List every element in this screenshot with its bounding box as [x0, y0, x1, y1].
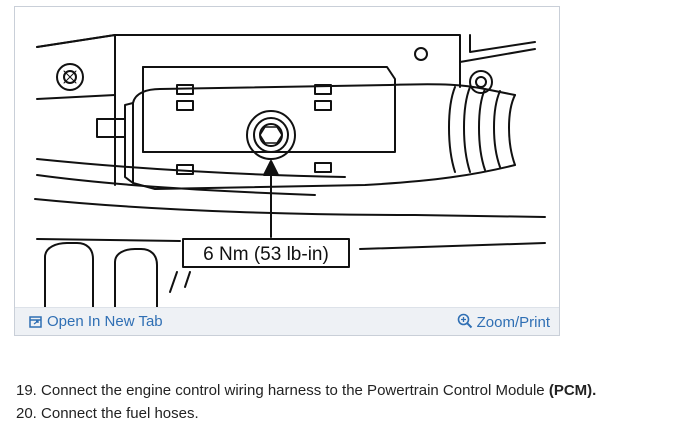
- open-in-new-tab-label: Open In New Tab: [47, 313, 163, 330]
- external-link-icon: [29, 316, 42, 328]
- pcm-connector-diagram: 6 Nm (53 lb-in): [34, 34, 546, 307]
- diagram-figure: 6 Nm (53 lb-in) Open In New Tab Zoom/Pri…: [14, 6, 560, 336]
- zoom-print-link[interactable]: Zoom/Print: [457, 313, 550, 332]
- figure-toolbar: Open In New Tab Zoom/Print: [15, 307, 559, 335]
- magnifier-plus-icon: [457, 313, 472, 329]
- zoom-print-label: Zoom/Print: [476, 314, 550, 331]
- step-text: Connect the fuel hoses.: [41, 405, 199, 422]
- step-suffix: .: [592, 382, 597, 399]
- open-in-new-tab-link[interactable]: Open In New Tab: [29, 313, 163, 331]
- step-emphasis: (PCM): [548, 382, 593, 399]
- instruction-steps: 19. Connect the engine control wiring ha…: [16, 379, 596, 425]
- step-item: 20. Connect the fuel hoses.: [16, 402, 596, 425]
- step-text: Connect the engine control wiring harnes…: [41, 382, 545, 399]
- step-item: 19. Connect the engine control wiring ha…: [16, 379, 596, 402]
- step-number: 19.: [16, 382, 37, 399]
- step-number: 20.: [16, 405, 37, 422]
- torque-callout-label: 6 Nm (53 lb-in): [203, 244, 329, 265]
